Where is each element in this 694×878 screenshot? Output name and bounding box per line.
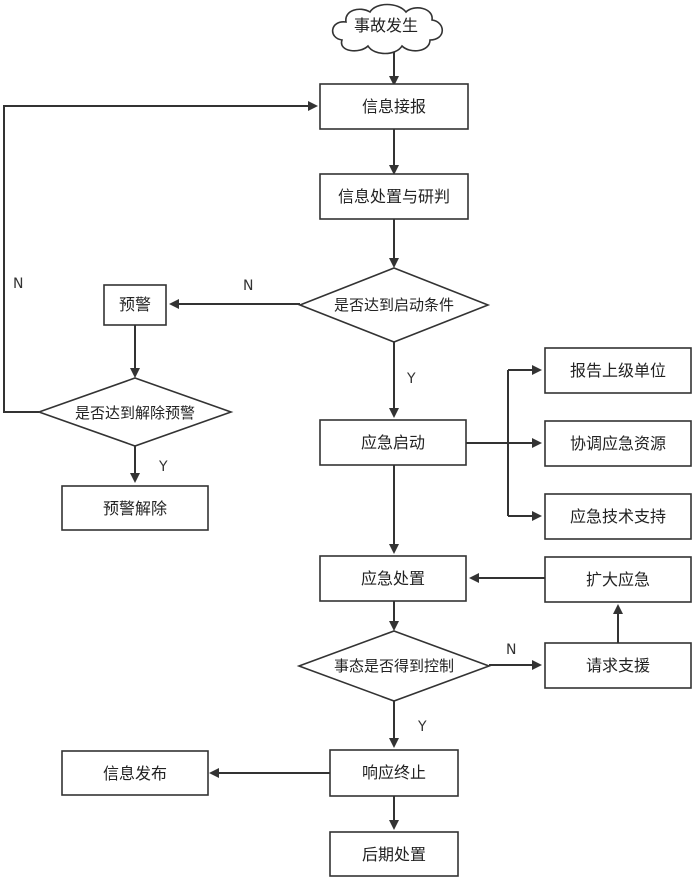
report-upper-node: 报告上级单位 (544, 347, 692, 394)
expand-label: 扩大应急 (586, 570, 650, 589)
edge-lift-condition-back-to-report (3, 101, 318, 413)
lift-condition-node: 是否达到解除预警 (36, 377, 234, 447)
edge-labels: N N Y Y N Y (13, 276, 516, 735)
warning-lift-node: 预警解除 (61, 485, 209, 531)
start-condition-label: 是否达到启动条件 (334, 296, 454, 314)
response-start-node: 应急启动 (319, 419, 467, 466)
warning-lift-label: 预警解除 (103, 499, 167, 518)
response-end-node: 响应终止 (329, 749, 459, 797)
assess-node: 信息处置与研判 (319, 173, 469, 220)
aftermath-label: 后期处置 (362, 845, 426, 864)
lift-condition-label: 是否达到解除预警 (75, 404, 195, 422)
start-node: 事故发生 (331, 3, 444, 55)
label-yes-lift: Y (158, 459, 168, 475)
coordinate-node: 协调应急资源 (544, 420, 692, 467)
aftermath-node: 后期处置 (329, 831, 459, 877)
warning-node: 预警 (103, 284, 167, 326)
start-condition-node: 是否达到启动条件 (297, 267, 491, 343)
assess-node-label: 信息处置与研判 (338, 187, 450, 206)
response-handle-label: 应急处置 (361, 569, 425, 588)
label-no-loopback: N (13, 276, 23, 292)
response-end-label: 响应终止 (362, 763, 426, 782)
report-node-label: 信息接报 (362, 97, 426, 116)
request-support-node: 请求支援 (544, 642, 692, 689)
start-node-label: 事故发生 (354, 16, 418, 35)
response-start-label: 应急启动 (361, 433, 425, 452)
request-support-label: 请求支援 (586, 656, 650, 675)
control-condition-node: 事态是否得到控制 (296, 630, 492, 702)
control-condition-label: 事态是否得到控制 (334, 657, 454, 675)
info-release-label: 信息发布 (103, 764, 167, 783)
label-no-warning: N (243, 278, 253, 294)
tech-support-label: 应急技术支持 (570, 507, 666, 526)
info-release-node: 信息发布 (61, 750, 209, 796)
label-yes-response: Y (406, 371, 416, 387)
warning-node-label: 预警 (119, 295, 151, 314)
edges (3, 50, 623, 830)
coordinate-label: 协调应急资源 (570, 434, 666, 453)
report-upper-label: 报告上级单位 (570, 361, 666, 380)
response-handle-node: 应急处置 (319, 555, 467, 602)
cloud-shape (331, 3, 444, 55)
tech-support-node: 应急技术支持 (544, 493, 692, 540)
report-node: 信息接报 (319, 83, 469, 130)
label-no-request: N (506, 642, 516, 658)
label-yes-end: Y (417, 719, 427, 735)
expand-node: 扩大应急 (544, 556, 692, 603)
